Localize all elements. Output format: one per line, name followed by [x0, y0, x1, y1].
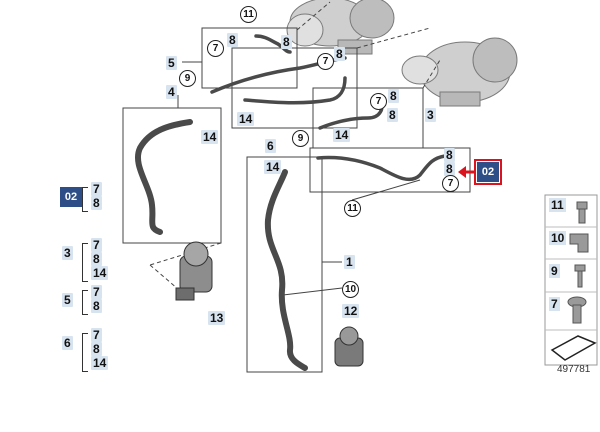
callout-1: 1 [344, 255, 355, 269]
kit-head-3: 3 [62, 246, 73, 260]
legend-dividers [545, 226, 597, 331]
callout-7-top: 7 [207, 40, 224, 57]
bolt-icon [576, 201, 588, 224]
kit-item-8: 8 [91, 252, 102, 266]
legend-num-9: 9 [549, 264, 560, 278]
kit-bracket [82, 243, 88, 282]
hose-long [264, 169, 308, 371]
callout-8-mid: 8 [334, 47, 345, 61]
kit-bracket [82, 187, 88, 212]
diagram-part-number: 497781 [557, 364, 591, 375]
callout-12: 12 [342, 304, 360, 318]
kit-item-7: 7 [91, 285, 102, 299]
kit-item-8: 8 [91, 196, 102, 210]
callout-9-top: 9 [179, 70, 196, 87]
kit-item-7: 7 [91, 328, 102, 342]
group-badge-left[interactable]: 02 [60, 187, 82, 207]
kit-item-14: 14 [91, 266, 109, 280]
callout-5-top: 5 [166, 56, 177, 70]
arrow-icon [550, 335, 597, 361]
callout-14-left: 14 [201, 130, 219, 144]
callout-8-top-a: 8 [227, 33, 238, 47]
callout-7-right: 7 [442, 175, 459, 192]
callout-10: 10 [342, 281, 359, 298]
turbocharger-right [401, 37, 518, 107]
legend-icons [550, 201, 597, 361]
callout-8-top-b: 8 [281, 35, 292, 49]
callout-4: 4 [166, 85, 177, 99]
callout-14-mid-a: 14 [237, 112, 255, 126]
assembly-frames [122, 27, 598, 373]
clip-icon [569, 233, 589, 253]
callout-7-mid-b: 7 [370, 93, 387, 110]
highlight-arrow [458, 166, 475, 178]
callout-14-mid-b: 14 [333, 128, 351, 142]
callout-13: 13 [208, 311, 226, 325]
legend-num-10: 10 [549, 231, 567, 245]
kit-item-14: 14 [91, 356, 109, 370]
hose-right [316, 154, 447, 182]
kit-item-7: 7 [91, 182, 102, 196]
thermostat-housing [334, 326, 364, 367]
callout-7-mid: 7 [317, 53, 334, 70]
water-pump [175, 241, 213, 301]
legend-num-7: 7 [549, 297, 560, 311]
hose-left [135, 119, 193, 235]
callout-11-right: 11 [344, 200, 361, 217]
callout-8-mid-c: 8 [387, 108, 398, 122]
screw-icon [574, 264, 586, 288]
kit-bracket [82, 333, 88, 372]
group-badge-active[interactable]: 02 [474, 159, 502, 185]
legend-num-11: 11 [549, 198, 566, 212]
callout-9-mid: 9 [292, 130, 309, 147]
callout-3: 3 [425, 108, 436, 122]
callout-6: 6 [265, 139, 276, 153]
leader-lines [177, 61, 476, 296]
kit-head-5: 5 [62, 293, 73, 307]
callout-8-right-a: 8 [444, 148, 455, 162]
kit-item-8: 8 [91, 299, 102, 313]
callout-14-hose: 14 [264, 160, 282, 174]
callout-11-top: 11 [240, 6, 257, 23]
kit-bracket [82, 290, 88, 315]
seal-washer-icon [567, 296, 587, 324]
turbocharger-top [286, 0, 395, 55]
callout-8-right-b: 8 [444, 162, 455, 176]
kit-head-6: 6 [62, 336, 73, 350]
kit-item-8: 8 [91, 342, 102, 356]
kit-item-7: 7 [91, 238, 102, 252]
callout-8-mid-b: 8 [388, 89, 399, 103]
